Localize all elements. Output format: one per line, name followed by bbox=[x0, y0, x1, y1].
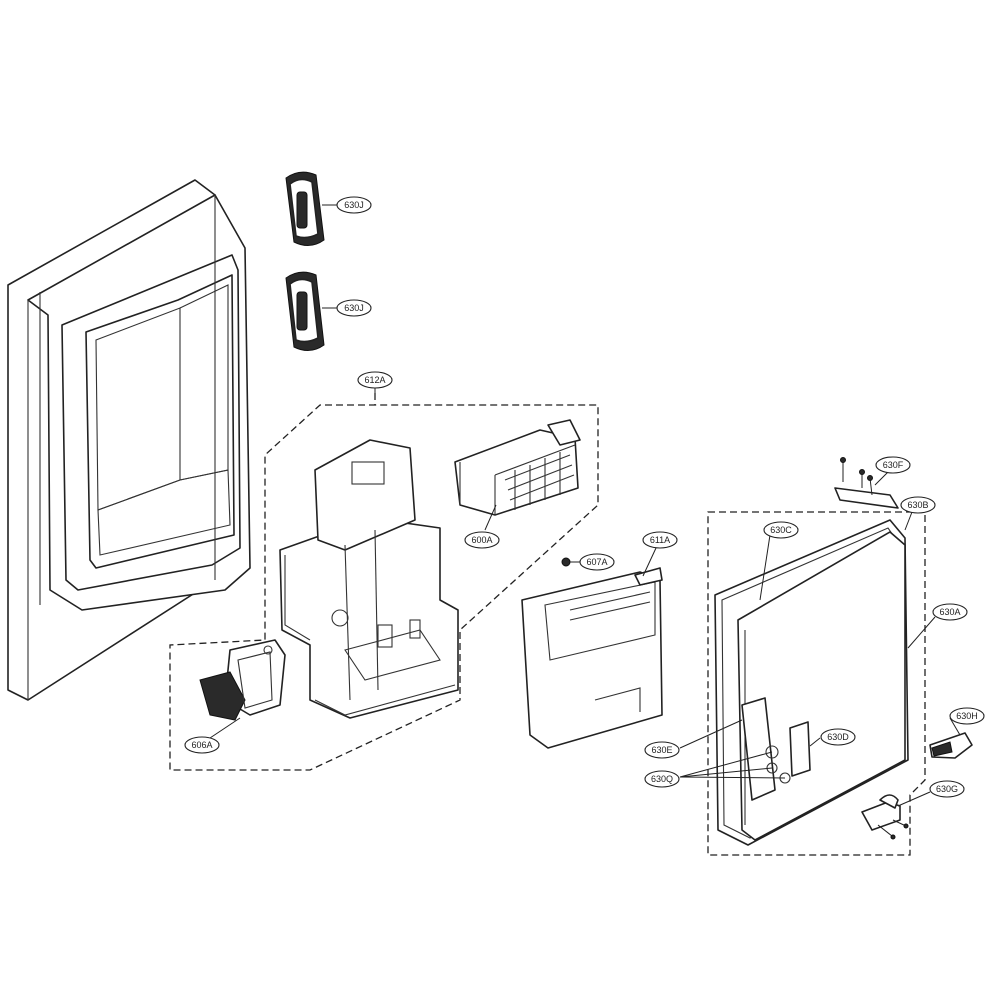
svg-text:630B: 630B bbox=[907, 500, 928, 510]
icemaker-600a bbox=[454, 419, 581, 516]
svg-text:612A: 612A bbox=[364, 375, 385, 385]
svg-text:630C: 630C bbox=[770, 525, 792, 535]
bracket-630e bbox=[741, 697, 791, 801]
hinge-630f bbox=[834, 457, 899, 509]
ice-door-630a bbox=[714, 519, 909, 846]
leader-lines bbox=[209, 204, 961, 807]
svg-text:630Q: 630Q bbox=[651, 774, 673, 784]
svg-text:630G: 630G bbox=[936, 784, 958, 794]
callout-600a: 600A bbox=[464, 531, 500, 549]
svg-text:630A: 630A bbox=[939, 607, 960, 617]
callout-611a: 611A bbox=[642, 531, 678, 549]
callout-612a: 612A bbox=[357, 371, 393, 389]
svg-text:630D: 630D bbox=[827, 732, 849, 742]
callout-630a: 630A bbox=[932, 603, 968, 621]
callout-630g: 630G bbox=[929, 780, 965, 798]
callout-607a: 607A bbox=[579, 553, 615, 571]
svg-text:607A: 607A bbox=[586, 557, 607, 567]
svg-text:630F: 630F bbox=[883, 460, 904, 470]
motor-bracket-606a bbox=[199, 639, 286, 721]
callout-630j-top: 630J bbox=[336, 196, 372, 214]
callout-630d: 630D bbox=[820, 728, 856, 746]
svg-text:630J: 630J bbox=[344, 303, 364, 313]
callout-630f: 630F bbox=[875, 456, 911, 474]
ice-bin-housing bbox=[279, 439, 459, 719]
assembly-630-boundary bbox=[707, 511, 926, 856]
svg-text:611A: 611A bbox=[650, 535, 670, 545]
callout-630b: 630B bbox=[900, 496, 936, 514]
callout-630c: 630C bbox=[763, 521, 799, 539]
callout-630h: 630H bbox=[949, 707, 985, 725]
hinge-cap-630h bbox=[929, 732, 973, 759]
svg-text:606A: 606A bbox=[191, 740, 212, 750]
ice-bin-cover-611a bbox=[521, 567, 663, 749]
callout-630q: 630Q bbox=[644, 770, 680, 788]
callout-630j-bottom: 630J bbox=[336, 299, 372, 317]
svg-text:630H: 630H bbox=[956, 711, 978, 721]
assembly-612a-boundary bbox=[169, 393, 599, 771]
part-630j-clip-top bbox=[285, 171, 325, 246]
svg-text:630J: 630J bbox=[344, 200, 364, 210]
svg-text:630E: 630E bbox=[651, 745, 672, 755]
part-630j-clip-bottom bbox=[285, 271, 325, 351]
door-liner bbox=[7, 179, 251, 701]
svg-text:600A: 600A bbox=[471, 535, 492, 545]
latch-630d bbox=[789, 721, 811, 777]
callout-606a: 606A bbox=[184, 736, 220, 754]
lower-hinge-630g bbox=[861, 794, 909, 840]
screw-607a bbox=[561, 557, 580, 567]
callout-630e: 630E bbox=[644, 741, 680, 759]
